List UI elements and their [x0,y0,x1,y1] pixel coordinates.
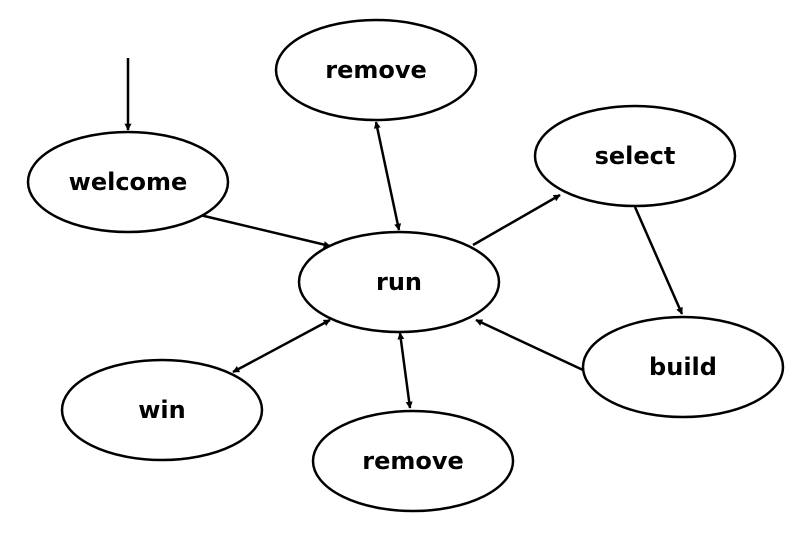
node-remove-bottom: remove [311,409,515,513]
node-label: welcome [69,168,188,196]
node-select: select [533,104,737,208]
node-label: remove [362,447,464,475]
node-label: select [595,142,676,170]
node-shape [533,104,737,208]
node-label: run [376,268,422,296]
edge-run-win [232,318,331,374]
node-run: run [297,230,501,334]
node-welcome: welcome [26,130,230,234]
edge-build-to-run [475,318,584,372]
node-shape [581,315,785,419]
node-shape [297,230,501,334]
node-win: win [60,358,264,462]
node-shape [311,409,515,513]
edge-run-remove-top [373,121,402,231]
edge-select-to-build [633,206,684,315]
edge-welcome-to-run [199,213,331,248]
edge-run-remove-bottom [397,332,413,409]
edges [124,58,684,409]
node-shape [26,130,230,234]
node-shape [274,18,478,122]
nodes: remove welcome select run build win remo… [26,18,785,513]
node-shape [60,358,264,462]
node-label: win [138,396,185,424]
node-build: build [581,315,785,419]
node-remove-top: remove [274,18,478,122]
node-label: remove [325,56,427,84]
edge-run-to-select [472,193,561,247]
node-label: build [649,353,717,381]
